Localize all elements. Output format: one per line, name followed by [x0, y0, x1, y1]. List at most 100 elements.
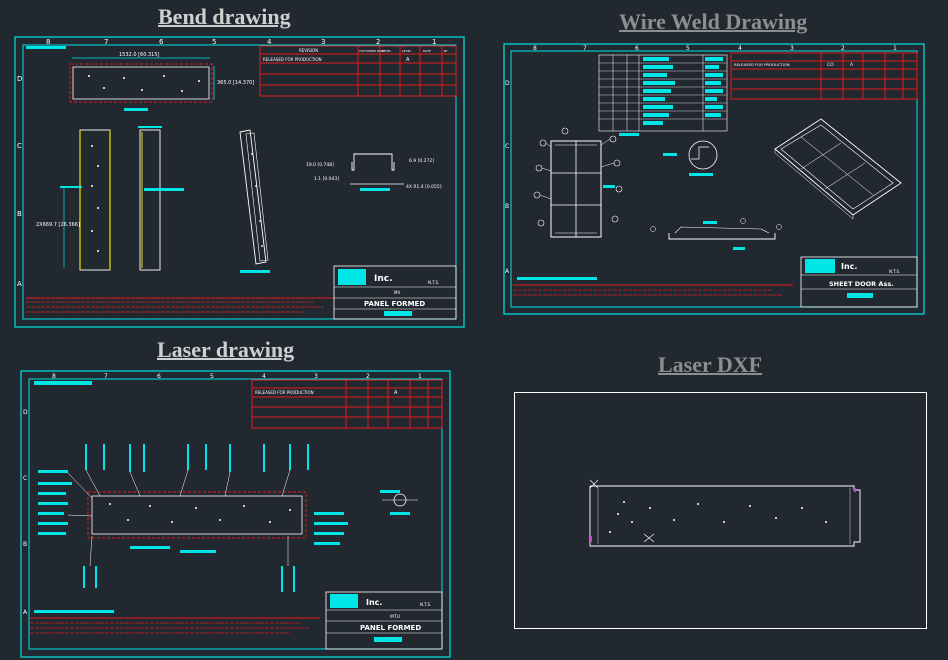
bend-title-block: Inc. N.T.S. MV PANEL FORMED: [333, 265, 457, 320]
laser-zone-letter-2: B: [23, 541, 27, 548]
bend-dim-left: 2X669.7 [26.366]: [36, 222, 80, 228]
laser-flat-part: [38, 444, 348, 592]
bend-dim-top: 1532.0 [60.315]: [119, 52, 160, 58]
laser-zone-num-5: 3: [314, 373, 318, 380]
laser-zone-letter-3: A: [23, 609, 28, 616]
bend-revision-table: REVISION RELEASED FOR PRODUCTION CUSTOME…: [259, 45, 457, 97]
bend-iso-view: [239, 129, 270, 273]
laser-material: MTU: [390, 614, 400, 620]
weld-section-view: [650, 218, 782, 250]
laser-zone-num-3: 5: [210, 373, 214, 380]
bend-zone-num-3: 5: [212, 38, 216, 46]
laser-zone-num-4: 4: [262, 373, 266, 380]
bend-zone-num-5: 3: [321, 38, 325, 46]
bend-zone-num-4: 4: [267, 38, 272, 46]
bend-drawing-heading: Bend drawing: [158, 4, 291, 29]
weld-title-block: Inc. N.T.S. SHEET DOOR Ass.: [800, 256, 918, 308]
bend-revision-col-4: BY: [444, 49, 448, 53]
laser-zone-num-0: 8: [52, 373, 56, 380]
laser-zone-num-6: 2: [366, 373, 370, 380]
laser-revision-level: A: [394, 390, 398, 396]
weld-iso-view: [774, 118, 902, 220]
bend-dim-side: 365.0 [14.370]: [217, 80, 254, 86]
laser-zone-num-7: 1: [418, 373, 422, 380]
bend-flange-detail: 19.0 [0.748] 1.1 [0.043] 6.9 [0.272] 4X …: [306, 153, 442, 191]
weld-zone-letter-3: A: [505, 268, 510, 275]
weld-part-title: SHEET DOOR Ass.: [829, 280, 894, 288]
bend-zone-letter-3: A: [17, 280, 22, 288]
bend-front-view: 2X669.7 [26.366]: [36, 126, 184, 271]
bend-zone-letter-1: C: [17, 142, 22, 150]
bend-zone-num-2: 6: [159, 38, 164, 46]
bend-revision-header: REVISION: [299, 48, 318, 53]
bend-zone-num-6: 2: [376, 38, 380, 46]
weld-revision-table: RELEASED FOR PRODUCTION CO A: [730, 52, 918, 100]
bend-revision-col-1: LEVEL: [382, 49, 392, 53]
bend-zone-num-1: 7: [104, 38, 108, 46]
weld-section-detail: [663, 140, 718, 176]
bend-revision-col-0: CUSTOMER PART: [359, 49, 384, 53]
bend-flange-dim-3: 4X R1.4 [0.055]: [406, 184, 442, 190]
bend-zone-letter-2: B: [17, 210, 22, 218]
laser-notes: [30, 610, 320, 634]
laser-zone-num-2: 6: [157, 373, 161, 380]
laser-dxf-sheet: [514, 392, 927, 629]
weld-company: Inc.: [841, 262, 857, 271]
weld-revision-row: RELEASED FOR PRODUCTION: [734, 62, 790, 67]
laser-dxf-panel[interactable]: [514, 392, 927, 629]
laser-zone-num-1: 7: [104, 373, 108, 380]
bend-drawing-panel[interactable]: 8 7 6 5 4 3 2 1 D C B A REVISION RELEASE…: [14, 36, 465, 328]
laser-revision-table: RELEASED FOR PRODUCTION A: [251, 379, 443, 429]
weld-scale: N.T.S.: [889, 269, 900, 274]
weld-rev-code: CO: [827, 62, 834, 68]
bend-flange-dim-1: 1.1 [0.043]: [314, 176, 339, 182]
wire-weld-drawing-sheet: 8 7 6 5 4 3 2 1 D C B A: [503, 43, 925, 315]
weld-notes: [513, 277, 793, 296]
laser-dxf-heading: Laser DXF: [658, 352, 763, 377]
bend-revision-col-3: DATE: [423, 49, 431, 53]
weld-bom-table: [598, 54, 728, 132]
laser-detail: [380, 490, 418, 515]
weld-zone-letter-2: B: [505, 203, 509, 210]
bend-zone-num-0: 8: [46, 38, 50, 46]
wire-weld-drawing-panel[interactable]: 8 7 6 5 4 3 2 1 D C B A: [503, 43, 925, 315]
laser-company: Inc.: [366, 598, 382, 607]
laser-drawing-panel[interactable]: 8 7 6 5 4 3 2 1 D C B A RELEASED FOR PRO…: [20, 370, 451, 658]
bend-company: Inc.: [374, 274, 393, 284]
weld-zone-letter-0: D: [505, 80, 510, 87]
laser-part-title: PANEL FORMED: [360, 624, 421, 632]
laser-drawing-heading: Laser drawing: [157, 337, 295, 362]
bend-revision-col-2: LEVEL: [402, 49, 412, 53]
bend-drawing-sheet: 8 7 6 5 4 3 2 1 D C B A REVISION RELEASE…: [14, 36, 465, 328]
bend-top-view: 1532.0 [60.315] 365.0 [14.370]: [69, 52, 254, 111]
bend-flange-dim-2: 6.9 [0.272]: [409, 158, 434, 164]
weld-zone-num-1: 7: [583, 45, 587, 52]
weld-revision-level: A: [850, 62, 854, 68]
bend-revision-level: A: [406, 57, 410, 63]
bend-zone-letter-0: D: [17, 75, 22, 83]
weld-zone-num-6: 2: [841, 45, 845, 52]
weld-zone-letter-1: C: [505, 143, 509, 150]
laser-scale: N.T.S.: [420, 602, 431, 607]
weld-zone-num-3: 5: [686, 45, 690, 52]
weld-frame-view: [533, 127, 639, 238]
laser-zone-letter-1: C: [23, 475, 27, 482]
weld-zone-num-4: 4: [738, 45, 742, 52]
bend-zone-num-7: 1: [432, 38, 436, 46]
weld-zone-num-2: 6: [635, 45, 639, 52]
dxf-part-outline: [589, 479, 861, 547]
bend-scale: N.T.S.: [428, 280, 439, 285]
laser-title-block: Inc. N.T.S. MTU PANEL FORMED: [325, 591, 443, 650]
laser-drawing-sheet: 8 7 6 5 4 3 2 1 D C B A RELEASED FOR PRO…: [20, 370, 451, 658]
laser-revision-row: RELEASED FOR PRODUCTION: [255, 390, 314, 395]
bend-part-title: PANEL FORMED: [364, 300, 425, 308]
wire-weld-drawing-heading: Wire Weld Drawing: [619, 9, 808, 34]
bend-flange-dim-0: 19.0 [0.748]: [306, 162, 334, 168]
bend-material: MV: [394, 290, 400, 295]
weld-zone-num-0: 8: [533, 45, 537, 52]
weld-zone-num-5: 3: [790, 45, 794, 52]
laser-zone-letter-0: D: [23, 409, 28, 416]
bend-notes: [26, 297, 334, 313]
weld-zone-num-7: 1: [893, 45, 897, 52]
bend-revision-row: RELEASED FOR PRODUCTION: [263, 57, 322, 62]
